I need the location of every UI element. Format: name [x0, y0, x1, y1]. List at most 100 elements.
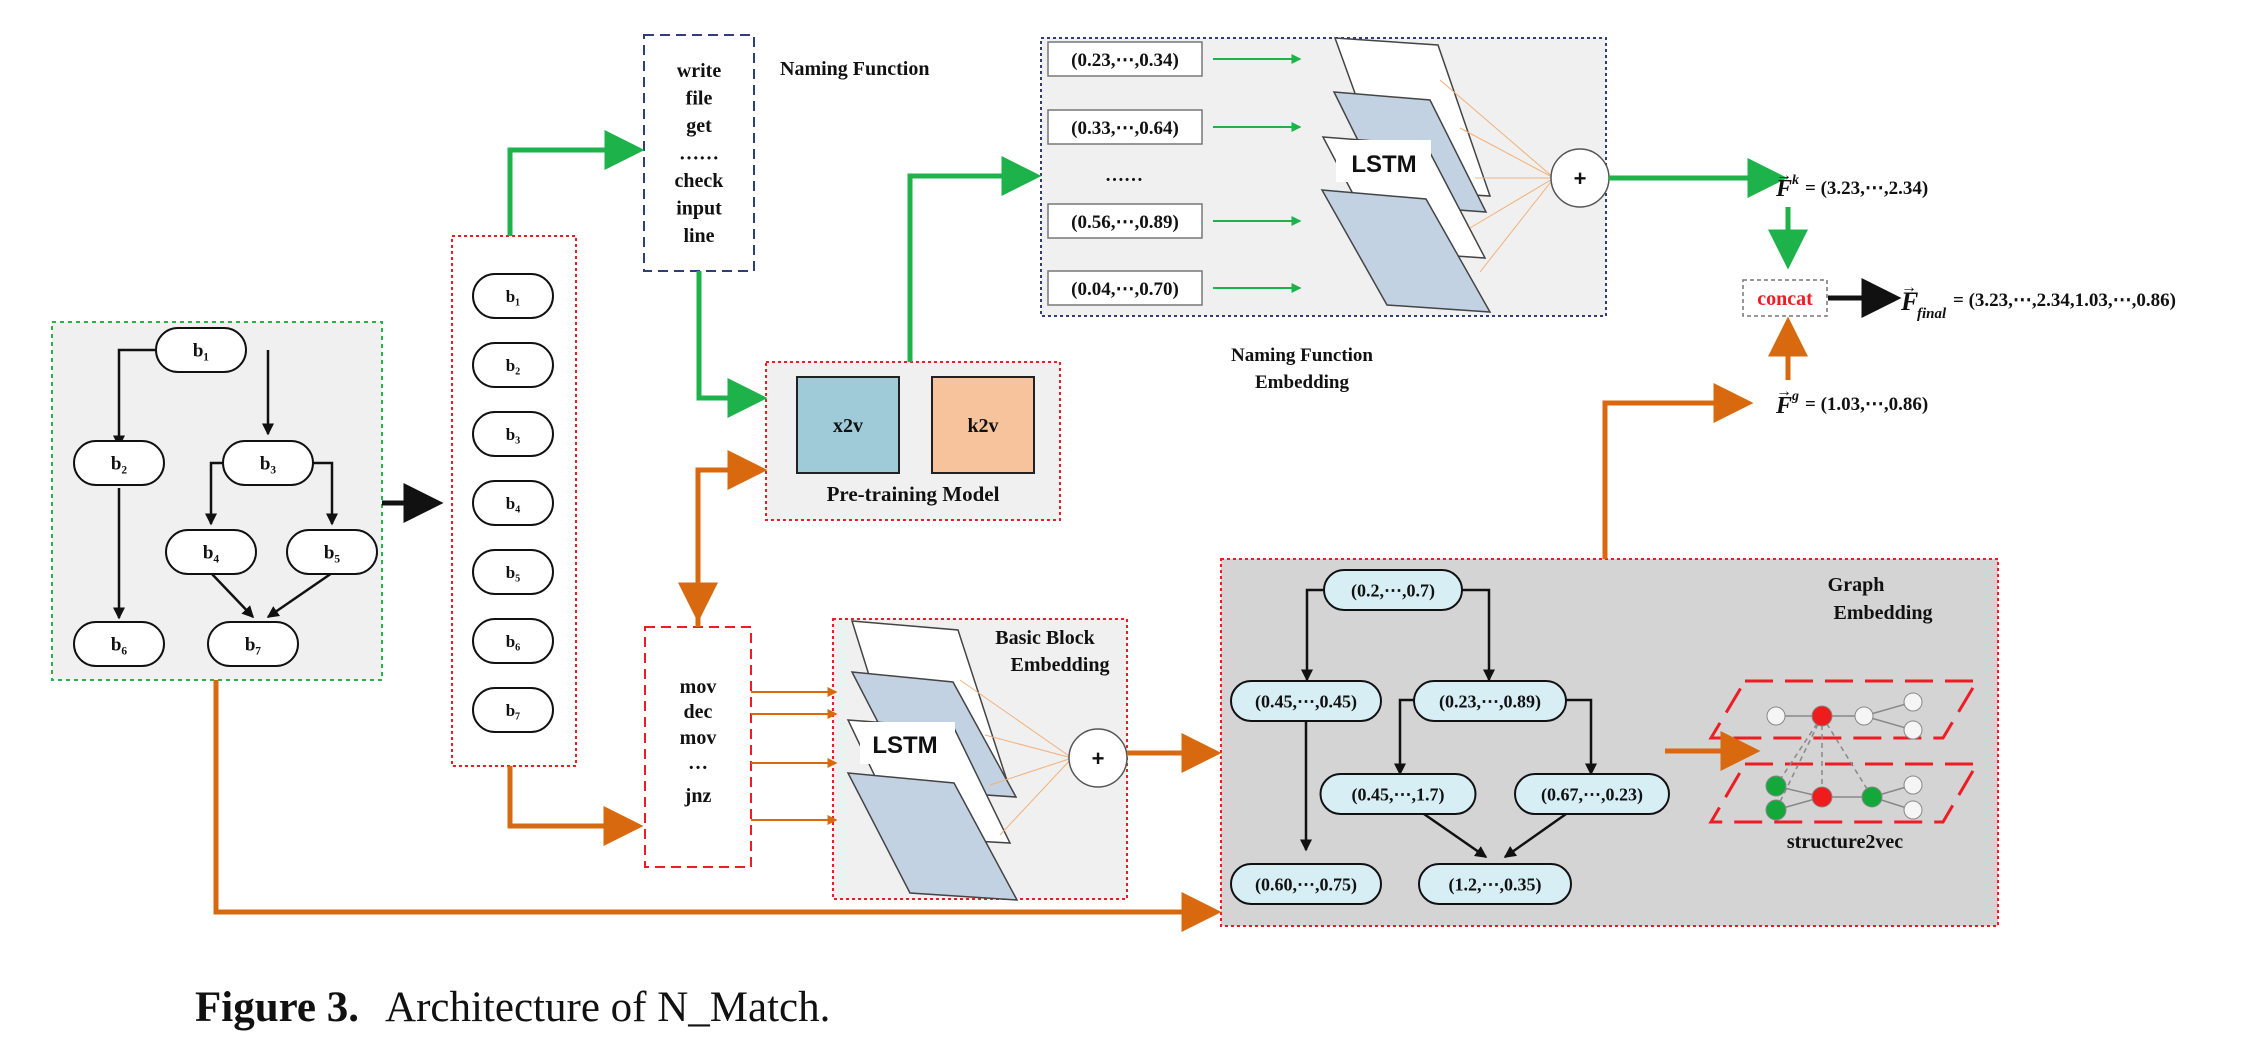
naming-word: get — [686, 115, 712, 137]
graph-embedding-panel: (0.2,⋯,0.7) (0.45,⋯,0.45) (0.23,⋯,0.89) (0.… — [1220, 558, 1999, 927]
graph-node-7-label: (1.2,⋯,0.35) — [1449, 874, 1542, 895]
block-list-item-b1-label: b₁ — [506, 287, 521, 306]
structure2vec-illustration: structure2vec — [1708, 679, 1980, 853]
block-list-item-b1: b₁ — [472, 273, 554, 319]
bb-embedding-label-1: Basic Block — [995, 627, 1095, 649]
graph-node-6: (0.60,⋯,0.75) — [1230, 863, 1382, 905]
naming-embedding-panel: (0.23,⋯,0.34)(0.33,⋯,0.64)……(0.56,⋯,0.89… — [1040, 37, 1610, 393]
ffinal-subscript: final — [1917, 306, 1947, 322]
naming-plus: + — [1574, 166, 1587, 191]
name-vector: (0.56,⋯,0.89) — [1071, 212, 1179, 233]
cfg-node-b5-label: b₅ — [324, 543, 341, 564]
name-vector-ellipsis: …… — [1105, 165, 1143, 186]
block-list-item-b5-label: b₅ — [506, 563, 521, 582]
graph-node-5: (0.67,⋯,0.23) — [1514, 773, 1670, 815]
concat-label: concat — [1757, 288, 1813, 310]
naming-lstm-label: LSTM — [1351, 151, 1416, 178]
naming-word: check — [675, 170, 725, 192]
cfg-node-b3-label: b₃ — [260, 454, 277, 475]
instruction-item: jnz — [684, 785, 712, 807]
bb-plus: + — [1092, 746, 1105, 771]
graph-node-7: (1.2,⋯,0.35) — [1418, 863, 1572, 905]
block-list-item-b7-label: b₇ — [506, 701, 521, 720]
graph-node-3: (0.23,⋯,0.89) — [1413, 680, 1567, 722]
naming-word: line — [683, 225, 714, 247]
k2v-box — [931, 376, 1035, 474]
cfg-node-b1-label: b₁ — [193, 341, 209, 362]
name-vector-box — [1047, 109, 1203, 145]
name-vector: (0.04,⋯,0.70) — [1071, 279, 1179, 300]
naming-function-panel: write file get …… check input line Naming Func… — [643, 34, 929, 272]
graph-node-2: (0.45,⋯,0.45) — [1230, 680, 1382, 722]
bb-lstm-stack: LSTM — [846, 620, 1073, 901]
block-list-item-b2: b₂ — [472, 342, 554, 388]
name-vector-box — [1047, 203, 1203, 239]
naming-word: file — [686, 88, 713, 110]
cfg-node-b5: b₅ — [286, 529, 378, 575]
fg-value: = (1.03,⋯,0.86) — [1805, 394, 1928, 415]
ffinal-symbol: F — [1900, 287, 1918, 316]
concat-node: concat — [1742, 279, 1828, 317]
caption-label: Figure 3. — [195, 984, 360, 1031]
cfg-node-b7-label: b₇ — [245, 635, 262, 656]
cfg-node-b2: b₂ — [73, 440, 165, 486]
cfg-node-b4: b₄ — [165, 529, 257, 575]
cfg-node-b1: b₁ — [155, 327, 247, 373]
name-vector-box — [1047, 41, 1203, 77]
fg-output: F → g = (1.03,⋯,0.86) — [1775, 383, 1928, 419]
naming-word: write — [677, 60, 722, 82]
pretrain-label: Pre-training Model — [827, 482, 1000, 506]
bb-sum-node — [1068, 728, 1128, 788]
ffinal-value: = (3.23,⋯,2.34,1.03,⋯,0.86) — [1953, 290, 2176, 311]
block-list-item-b6-label: b₆ — [506, 632, 521, 651]
graph-node-1: (0.2,⋯,0.7) — [1323, 569, 1463, 611]
block-list-item-b6: b₆ — [472, 618, 554, 664]
block-list-item-b3: b₃ — [472, 411, 554, 457]
graph-node-6-label: (0.60,⋯,0.75) — [1255, 874, 1357, 895]
graph-node-1-label: (0.2,⋯,0.7) — [1351, 580, 1435, 601]
instruction-item: mov — [680, 676, 717, 698]
fk-value: = (3.23,⋯,2.34) — [1805, 178, 1928, 199]
bb-lstm-label: LSTM — [872, 732, 937, 759]
name-vector: (0.33,⋯,0.64) — [1071, 118, 1179, 139]
block-list-item-b5: b₅ — [472, 549, 554, 595]
block-list-panel: b₁ b₂ b₃ b₄ b₅ b₆ b₇ — [451, 235, 577, 767]
name-vector-box — [1047, 270, 1203, 306]
bb-embedding-label-2: Embedding — [1011, 654, 1110, 676]
block-list-item-b3-label: b₃ — [506, 425, 521, 444]
green-flow-arrows — [507, 130, 1808, 418]
cfg-node-b6-label: b₆ — [111, 635, 128, 656]
fk-superscript: k — [1792, 173, 1799, 188]
graph-embedding-label-2: Embedding — [1834, 602, 1933, 624]
naming-embedding-label-2: Embedding — [1255, 372, 1349, 393]
naming-lstm-stack: LSTM — [1320, 37, 1555, 313]
bb-embedding-panel: LSTM + Basic Block Embedding — [751, 618, 1128, 901]
cfg-node-b2-label: b₂ — [111, 454, 128, 475]
fg-symbol: F — [1775, 393, 1792, 419]
block-list-item-b4: b₄ — [472, 480, 554, 526]
caption-text: Architecture of N_Match. — [385, 984, 831, 1031]
x2v-label: x2v — [833, 415, 863, 437]
ffinal-arrow-glyph: → — [1901, 279, 1917, 296]
cfg-node-b7: b₇ — [207, 621, 299, 667]
block-list-item-b4-label: b₄ — [506, 494, 521, 513]
naming-word: …… — [679, 143, 719, 165]
graph-node-4-label: (0.45,⋯,1.7) — [1352, 784, 1445, 805]
block-list-item-b7: b₇ — [472, 687, 554, 733]
figure-caption: Figure 3. Architecture of N_Match. — [195, 983, 830, 1032]
cfg-node-b3: b₃ — [222, 440, 314, 486]
pretrain-panel: x2v k2v Pre-training Model — [765, 361, 1061, 521]
fk-arrow-glyph: → — [1776, 167, 1792, 184]
instruction-item: mov — [680, 727, 717, 749]
graph-embedding-label-1: Graph — [1828, 574, 1885, 596]
naming-word: input — [676, 198, 722, 220]
fg-superscript: g — [1791, 389, 1799, 404]
x2v-box — [796, 376, 900, 474]
naming-function-title: Naming Function — [780, 58, 929, 80]
graph-node-4: (0.45,⋯,1.7) — [1319, 773, 1477, 815]
structure2vec-label: structure2vec — [1787, 831, 1903, 853]
naming-embedding-label-1: Naming Function — [1231, 345, 1373, 366]
ffinal-output: F → final = (3.23,⋯,2.34,1.03,⋯,0.86) — [1900, 279, 2176, 322]
